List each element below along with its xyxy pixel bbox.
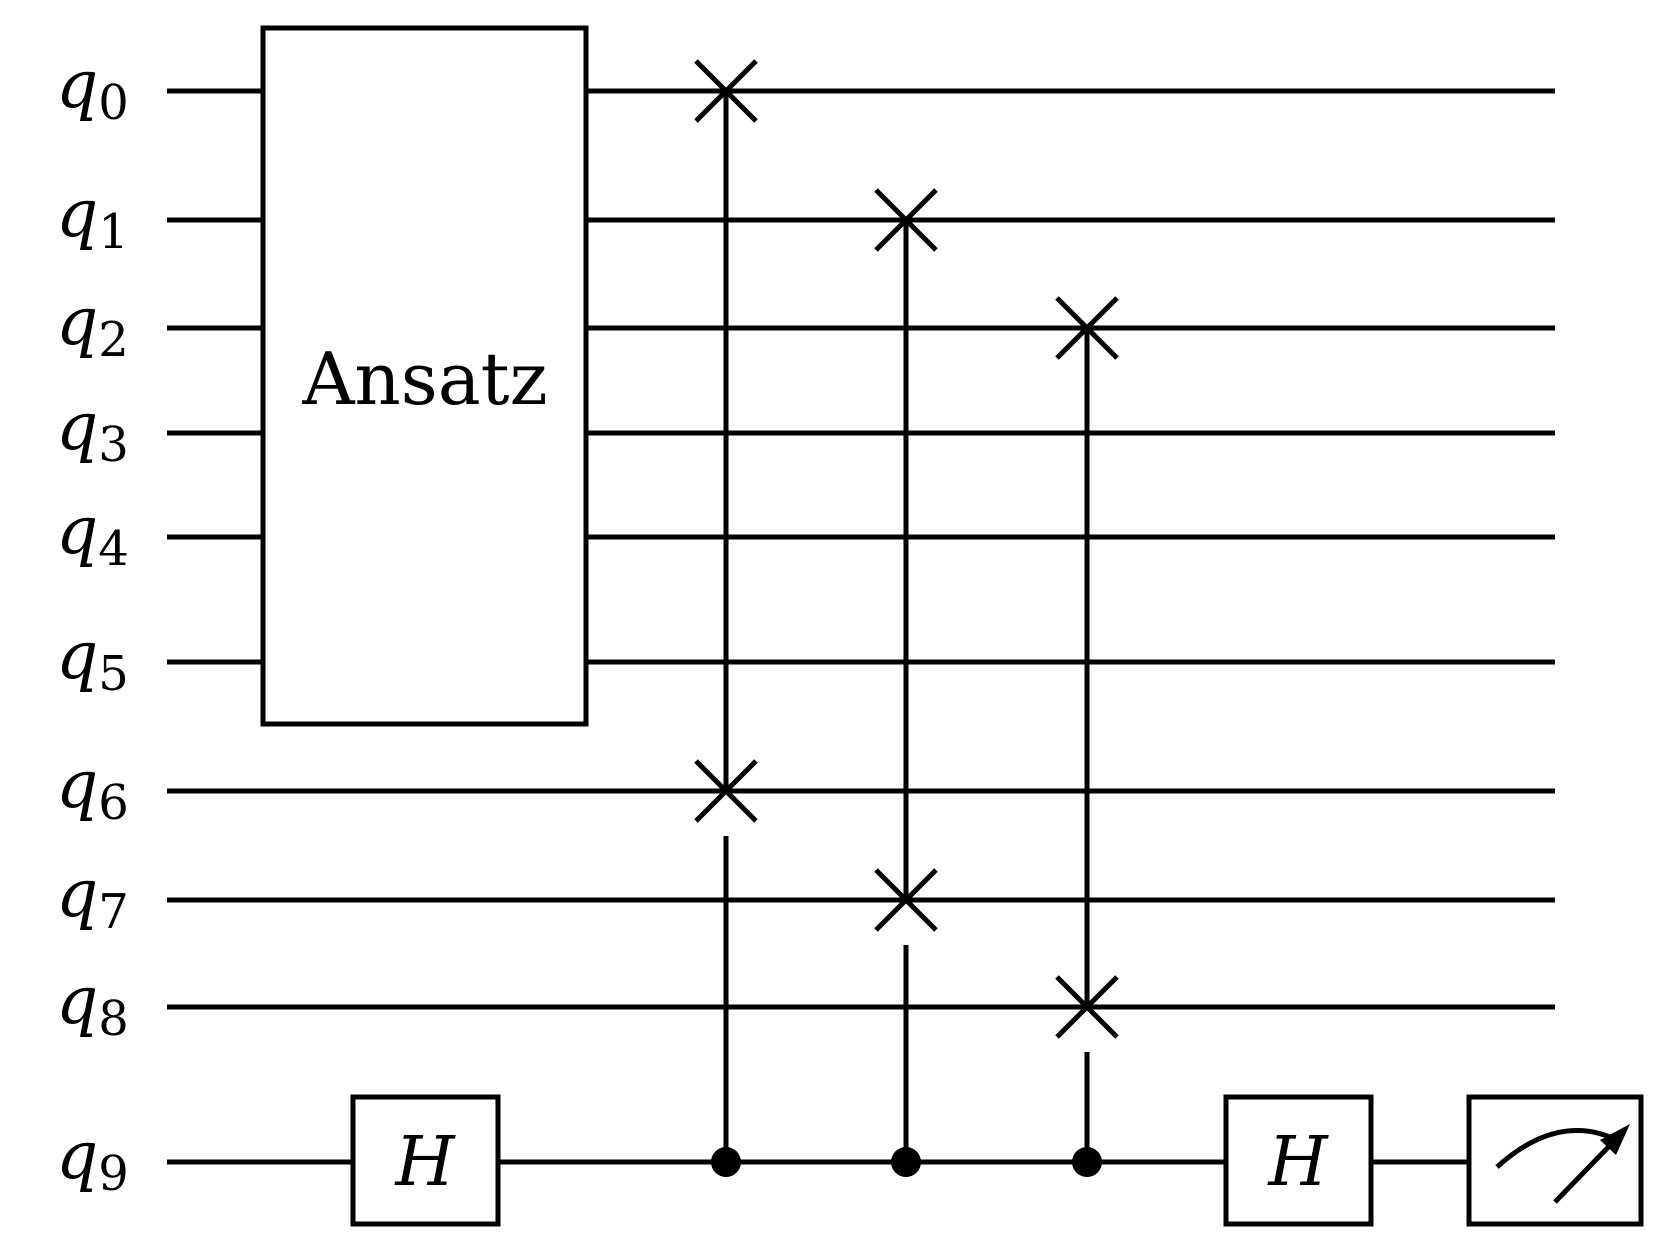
qubit-label-1: q1 [56, 175, 129, 260]
qubit-label-9: q9 [56, 1117, 129, 1202]
ansatz-gate: Ansatz [260, 25, 589, 727]
swap-x-mark [874, 188, 938, 252]
controlled-swap-3 [1055, 296, 1119, 1177]
swap-x-mark [1055, 296, 1119, 360]
control-dot [891, 1147, 921, 1177]
controlled-swap-2 [874, 188, 938, 1177]
qubit-label-0: q0 [56, 46, 129, 131]
swap-x-mark [694, 759, 758, 823]
hadamard-gate-2: H [1223, 1094, 1374, 1227]
meter-icon [1495, 1124, 1630, 1204]
swap-x-mark [694, 59, 758, 123]
measurement-gate [1466, 1094, 1644, 1227]
ansatz-label: Ansatz [301, 337, 547, 421]
qubit-labels: q0 q1 q2 q3 q4 q5 q6 q7 q8 q9 [56, 46, 129, 1202]
hadamard-label-1: H [393, 1123, 456, 1202]
qubit-label-4: q4 [56, 492, 129, 577]
qubit-label-7: q7 [56, 855, 129, 940]
swap-x-mark [874, 868, 938, 932]
controlled-swap-1 [694, 59, 758, 1177]
hadamard-label-2: H [1266, 1123, 1329, 1202]
hadamard-gate-1: H [350, 1094, 501, 1227]
qubit-label-6: q6 [56, 746, 129, 831]
controlled-swap-gates [694, 59, 1119, 1177]
control-dot [711, 1147, 741, 1177]
qubit-label-8: q8 [56, 962, 129, 1047]
qubit-label-3: q3 [56, 388, 129, 473]
qubit-label-2: q2 [56, 283, 129, 368]
qubit-label-5: q5 [56, 617, 129, 702]
control-dot [1072, 1147, 1102, 1177]
swap-x-mark [1055, 975, 1119, 1039]
